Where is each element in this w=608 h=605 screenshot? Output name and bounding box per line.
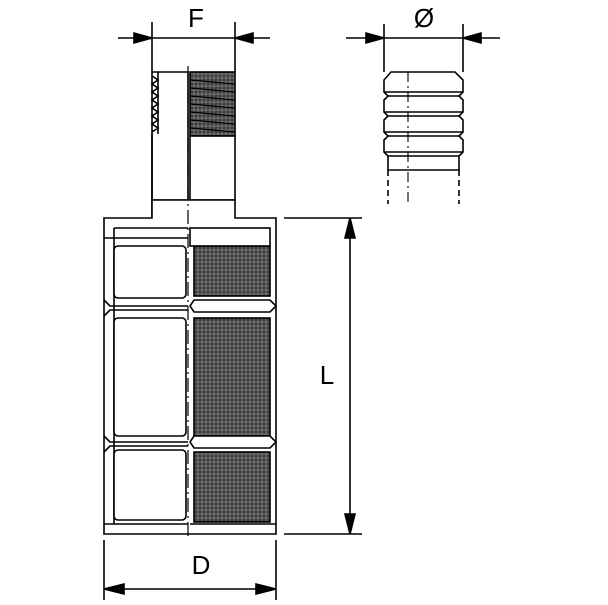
hose-tail — [383, 71, 464, 204]
rib-left-1 — [103, 299, 188, 307]
label-l: L — [320, 360, 334, 390]
label-diameter: Ø — [414, 3, 434, 33]
mesh-panel-3 — [193, 451, 271, 523]
nipple-shank-right — [189, 135, 236, 201]
window-left-2 — [113, 317, 187, 437]
mesh-panel-1 — [193, 245, 271, 297]
mesh-panel-2 — [193, 317, 271, 437]
arrowhead-l-bottom — [343, 513, 357, 535]
rib-left-3 — [103, 435, 188, 443]
window-left-1 — [113, 245, 187, 299]
arrowhead-f-right — [232, 31, 254, 45]
arrowhead-d-right — [255, 582, 277, 596]
filter-body — [103, 66, 278, 540]
thread-lines-right — [189, 79, 236, 133]
dimension-f — [118, 22, 270, 72]
threaded-nipple — [150, 71, 236, 218]
dimension-d — [103, 540, 277, 600]
dimension-diameter — [346, 24, 500, 72]
label-d: D — [192, 550, 211, 580]
arrowhead-diameter-right — [460, 31, 482, 45]
rib-left-2 — [103, 309, 188, 317]
window-left-3 — [113, 449, 187, 521]
arrowhead-diameter-left — [365, 31, 387, 45]
dimension-l — [284, 217, 362, 535]
thread-crest-right — [189, 71, 236, 137]
arrowhead-d-left — [103, 582, 125, 596]
arrowhead-f-left — [133, 31, 155, 45]
mesh-frame-top — [189, 227, 271, 247]
mesh-rib-2 — [189, 435, 278, 449]
arrowhead-l-top — [343, 217, 357, 239]
mesh-rib-1 — [189, 299, 278, 313]
rib-left-4 — [103, 445, 188, 453]
label-f: F — [188, 3, 204, 33]
